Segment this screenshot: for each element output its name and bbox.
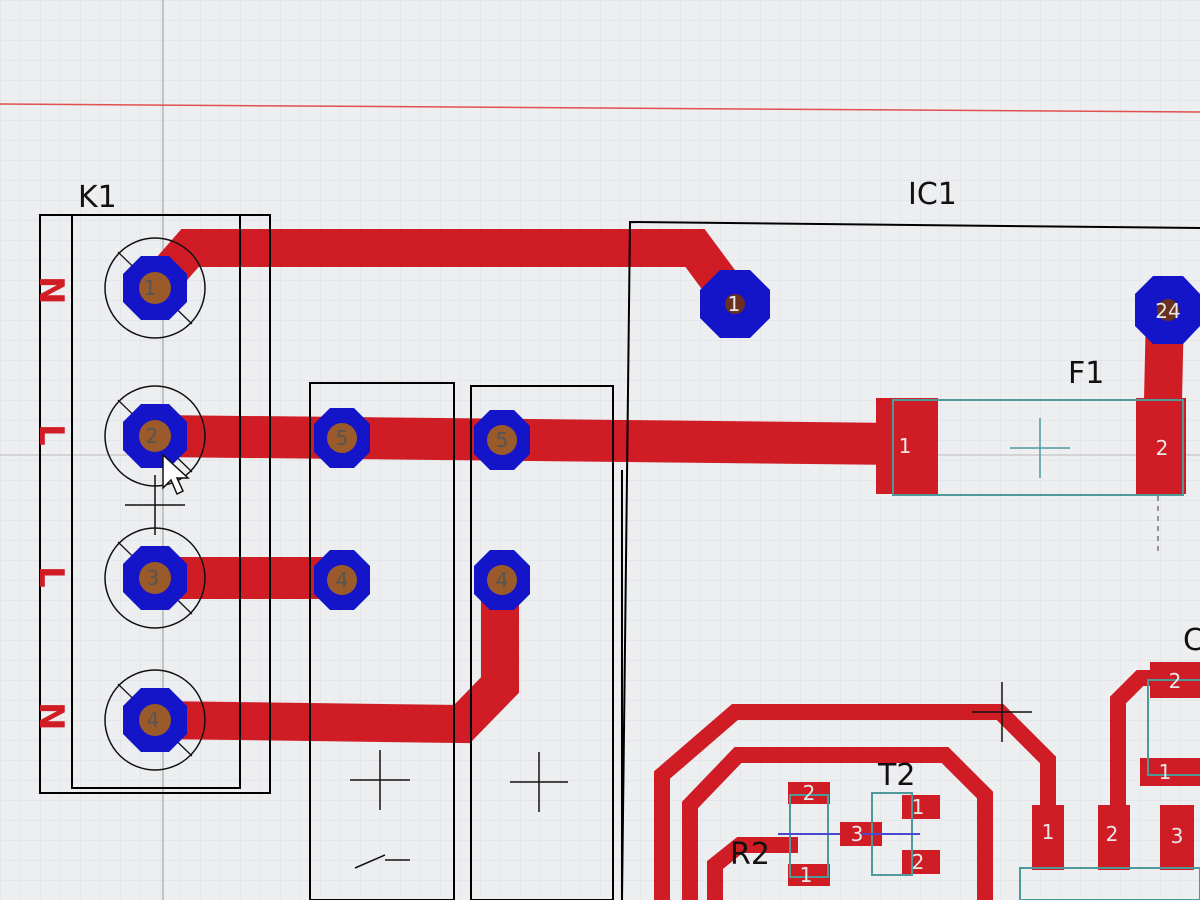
bottom-pin-2-label: 2	[1106, 822, 1119, 846]
right-part-ref-partial: C	[1183, 623, 1200, 658]
relay-b-outline	[470, 385, 614, 900]
t2-pin-1-label: 1	[912, 795, 925, 819]
svg-text:1: 1	[144, 276, 157, 300]
track-lower-third[interactable]	[707, 837, 798, 900]
svg-text:4: 4	[336, 568, 349, 592]
k1-mark-n-bottom: N	[31, 702, 71, 730]
r2-pin-1-label: 1	[800, 863, 813, 887]
track-k1-4-to-relay-b-4[interactable]	[135, 561, 519, 744]
r2-outline	[789, 794, 829, 878]
relay-b-pad-4[interactable]: 4	[474, 550, 530, 610]
right-pad-1-top[interactable]	[1140, 758, 1200, 786]
t2-pin-3-label: 3	[851, 822, 864, 846]
f1-pin-2-label: 2	[1156, 436, 1169, 460]
k1-mark-n-top: N	[31, 276, 71, 304]
svg-text:1: 1	[728, 292, 741, 316]
k1-pad-1[interactable]: 1	[104, 237, 206, 339]
svg-text:2: 2	[146, 424, 159, 448]
svg-text:5: 5	[496, 428, 509, 452]
ic1-pad-24[interactable]: 24	[1135, 276, 1200, 344]
f1-ref-label: F1	[1068, 356, 1104, 391]
right-pin-2-label: 2	[1169, 669, 1182, 693]
t2-ref-label: T2	[877, 758, 915, 793]
relay-a-origin-cross	[350, 750, 410, 810]
k1-outline-inner	[71, 214, 241, 789]
ic1-outline	[621, 220, 1200, 900]
relay-a-outline	[309, 382, 455, 900]
relay-b-component[interactable]: 5 4	[470, 385, 614, 900]
f1-outline	[892, 399, 1184, 496]
mouse-cursor-icon	[162, 453, 190, 496]
ic1-component[interactable]: IC1 1 24	[621, 177, 1200, 900]
t2-pin-2-label: 2	[912, 850, 925, 874]
svg-text:3: 3	[147, 566, 160, 590]
k1-ref-label: K1	[78, 180, 117, 215]
r2-pin-2-label: 2	[803, 781, 816, 805]
relay-a-pad-5[interactable]: 5	[314, 408, 370, 468]
relay-b-pad-5[interactable]: 5	[474, 410, 530, 470]
right-pin-1-label: 1	[1159, 760, 1172, 784]
k1-pad-2[interactable]: 2	[104, 385, 206, 487]
track-lower-outer[interactable]	[654, 704, 1056, 900]
ic1-pad-1[interactable]: 1	[700, 270, 770, 338]
k1-origin-cross	[125, 475, 185, 535]
f1-pad-1[interactable]	[876, 398, 938, 494]
relay-b-origin-cross	[510, 752, 568, 812]
r2-pad-1[interactable]	[788, 864, 830, 886]
f1-pad-2[interactable]	[1136, 398, 1186, 494]
k1-mark-l-upper: L	[31, 424, 71, 446]
placement-cross	[972, 682, 1032, 742]
t2-pad-1[interactable]	[902, 795, 940, 819]
ic1-ref-label: IC1	[908, 177, 957, 212]
bottom-part-outline	[1019, 867, 1200, 900]
relay-a-pad-4[interactable]: 4	[314, 550, 370, 610]
board-edge-line	[0, 103, 1200, 113]
relay-a-silk-mark	[354, 854, 410, 869]
t2-pad-2[interactable]	[902, 850, 940, 874]
bottom-pin-1-label: 1	[1042, 820, 1055, 844]
k1-pad-4[interactable]: 4	[104, 669, 206, 771]
svg-text:5: 5	[336, 426, 349, 450]
bottom-pad-1[interactable]	[1032, 805, 1064, 870]
r2-ref-label: R2	[730, 837, 770, 872]
t2-component[interactable]: T2 1 3 2	[840, 758, 940, 876]
right-part-outline-top	[1147, 679, 1200, 776]
k1-mark-l-lower: L	[31, 566, 71, 588]
f1-pin-1-label: 1	[899, 434, 912, 458]
svg-text:4: 4	[147, 708, 160, 732]
k1-pad-3[interactable]: 3	[104, 527, 206, 629]
f1-component[interactable]: F1 1 2	[876, 356, 1186, 555]
r2-pad-2[interactable]	[788, 782, 830, 804]
track-lower-inner[interactable]	[682, 747, 993, 900]
svg-text:4: 4	[496, 568, 509, 592]
f1-origin-cross	[1010, 418, 1070, 478]
k1-component[interactable]: K1 N L L N 1 2 3	[31, 180, 271, 794]
bottom-pad-2[interactable]	[1098, 805, 1130, 870]
relay-a-component[interactable]: 5 4	[309, 382, 455, 900]
bottom-pad-3[interactable]	[1160, 805, 1194, 870]
right-parts[interactable]: C 2 1 1 2 3	[1019, 623, 1200, 900]
svg-text:24: 24	[1155, 299, 1180, 323]
r2-component[interactable]: R2 2 1	[730, 781, 845, 887]
bottom-pin-3-label: 3	[1171, 824, 1184, 848]
